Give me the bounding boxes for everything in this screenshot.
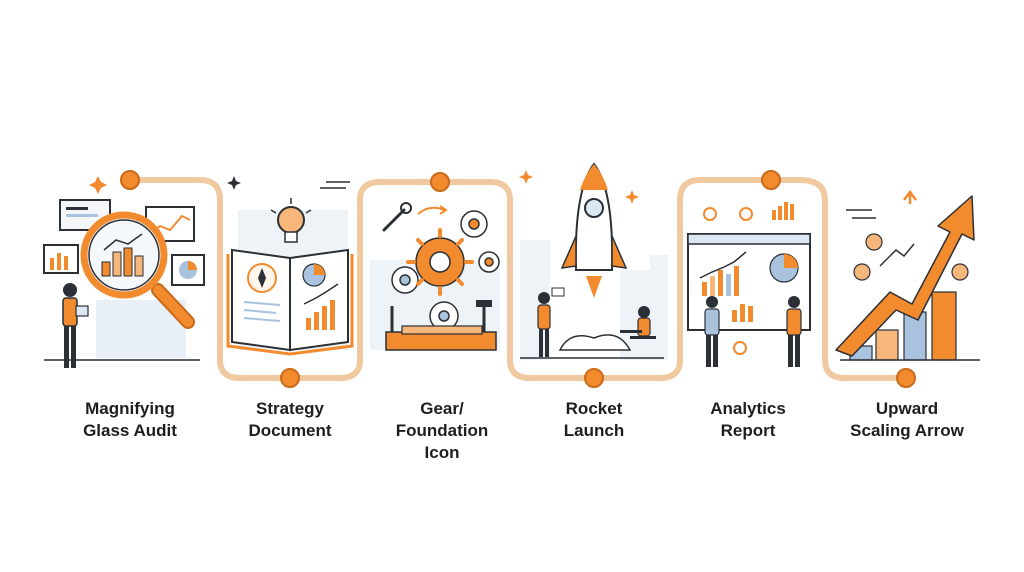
step-label-upward-scaling-arrow: Upward Scaling Arrow [850,399,964,440]
step-label-analytics-report: Analytics Report [710,399,786,440]
timeline-node [430,172,450,192]
open-book-icon [226,176,354,356]
step-label-magnifying-glass-audit: Magnifying Glass Audit [83,399,177,440]
timeline-node [896,368,916,388]
step-label-rocket-launch: Rocket Launch [563,399,625,440]
timeline-node [280,368,300,388]
timeline-node [120,170,140,190]
step-label-gear-foundation-icon: Gear/ Foundation Icon [395,399,489,462]
analytics-board-icon [687,202,811,367]
upward-arrow-icon [835,189,980,361]
timeline-node [761,170,781,190]
magnifying-glass-icon [43,176,205,368]
step-label-strategy-document: Strategy Document [248,399,332,440]
gears-icon [370,202,500,351]
timeline-node [584,368,604,388]
rocket-icon [519,162,668,360]
timeline-track [130,177,906,381]
